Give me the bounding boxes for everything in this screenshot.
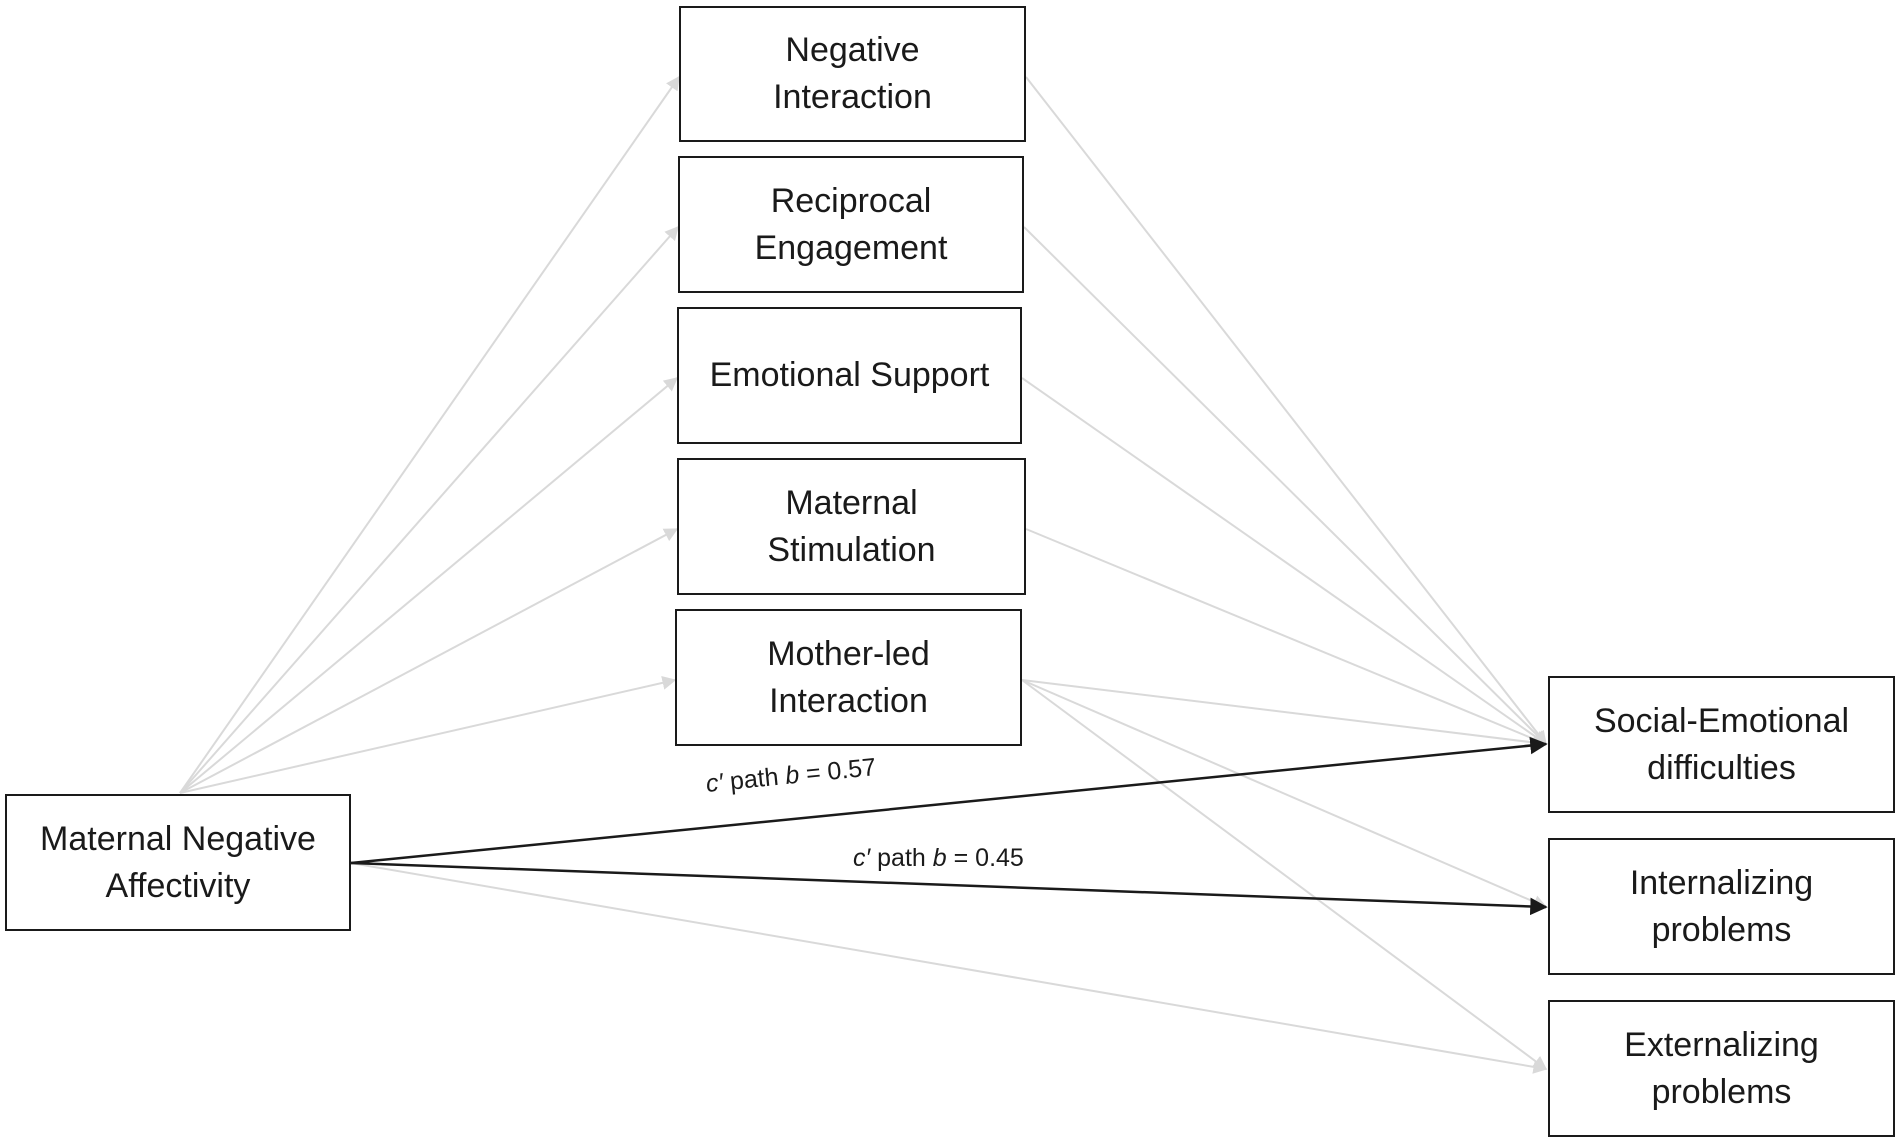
node-internalizing-problems: Internalizing problems — [1548, 838, 1895, 975]
path-b-emotional-support — [1021, 377, 1548, 745]
node-maternal-stimulation-label: Maternal Stimulation — [767, 483, 936, 569]
node-reciprocal-engagement: Reciprocal Engagement — [678, 156, 1024, 293]
path-a-negative-interaction — [179, 75, 680, 794]
edge-label-internalizing-path: path — [877, 844, 926, 872]
path-c-prime-social-emotional — [350, 736, 1548, 865]
edge-label-social-emotional-coef: b — [783, 760, 801, 791]
node-social-emotional-difficulties-label: Social-Emotional difficulties — [1593, 701, 1850, 787]
path-a-emotional-support — [179, 377, 679, 794]
node-negative-interaction-label: Negative Interaction — [773, 31, 932, 116]
edge-label-internalizing-coef: b — [932, 844, 947, 872]
node-internalizing-problems-label: Internalizing problems — [1629, 863, 1814, 949]
path-b-negative-interaction — [1025, 76, 1547, 746]
path-b-reciprocal-engagement — [1023, 226, 1547, 745]
path-a-reciprocal-engagement — [179, 225, 679, 794]
node-maternal-negative-affectivity-label: Maternal Negative Affectivity — [40, 819, 316, 905]
node-emotional-support: Emotional Support — [677, 307, 1022, 444]
path-a-maternal-stimulation — [179, 528, 679, 794]
edge-label-internalizing-value: = 0.45 — [953, 844, 1024, 872]
node-mother-led-interaction: Mother-led Interaction — [675, 609, 1022, 746]
path-b-mother-led-social-emotional — [1021, 679, 1548, 750]
path-c-prime-externalizing — [350, 862, 1548, 1074]
node-negative-interaction: Negative Interaction — [679, 6, 1026, 142]
path-a-mother-led-interaction — [179, 675, 677, 794]
node-externalizing-problems: Externalizing problems — [1548, 1000, 1895, 1137]
path-c-prime-internalizing — [350, 861, 1548, 916]
path-b-mother-led-internalizing — [1021, 679, 1548, 909]
edge-label-social-emotional-value: = 0.57 — [804, 753, 878, 788]
node-emotional-support-label: Emotional Support — [709, 356, 990, 394]
node-maternal-negative-affectivity: Maternal Negative Affectivity — [5, 794, 351, 931]
node-maternal-stimulation: Maternal Stimulation — [677, 458, 1026, 595]
path-b-maternal-stimulation — [1025, 528, 1548, 746]
edge-label-internalizing-symbol: c′ — [853, 844, 871, 872]
node-reciprocal-engagement-label: Reciprocal Engagement — [754, 181, 948, 267]
node-social-emotional-difficulties: Social-Emotional difficulties — [1548, 676, 1895, 813]
edge-label-social-emotional-path: path — [728, 762, 780, 796]
edge-label-internalizing: c′ path b = 0.45 — [853, 844, 1024, 873]
node-externalizing-problems-label: Externalizing problems — [1624, 1025, 1819, 1111]
node-mother-led-interaction-label: Mother-led Interaction — [767, 634, 930, 720]
edge-label-social-emotional-symbol: c′ — [704, 768, 725, 798]
path-b-mother-led-externalizing — [1021, 679, 1548, 1070]
